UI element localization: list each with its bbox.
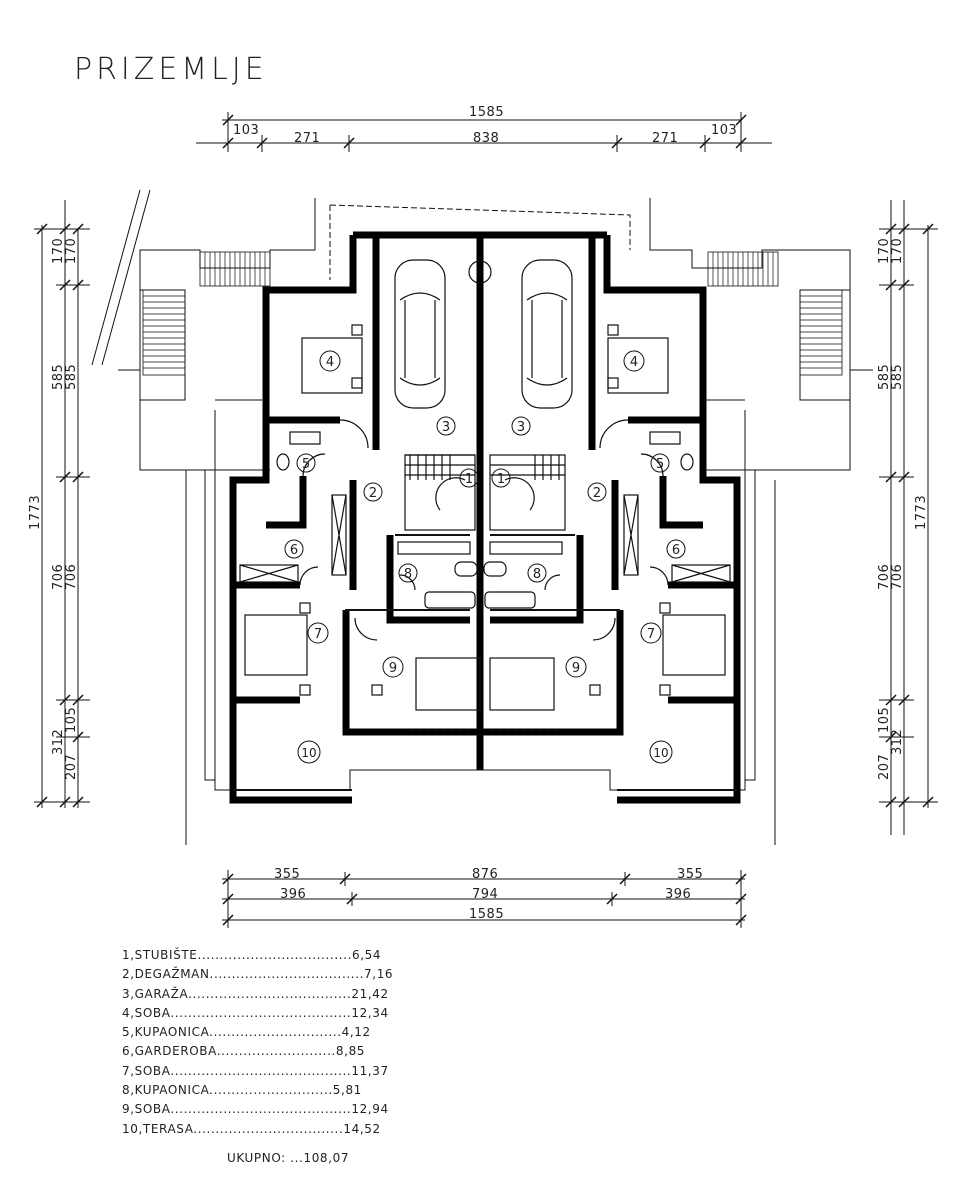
dim-bottom-total: 1585 bbox=[469, 907, 504, 922]
dimension-labels: 1585 103 271 838 271 103 355 876 355 396… bbox=[28, 105, 929, 922]
legend-row: 2,DEGAŽMAN..............................… bbox=[122, 967, 394, 982]
dim-bottom-2c: 396 bbox=[665, 887, 691, 902]
legend-row: 3,GARAŽA................................… bbox=[122, 986, 389, 1001]
legend-row: 10,TERASA...............................… bbox=[122, 1121, 381, 1136]
dim-right-9: 207 bbox=[877, 754, 892, 780]
dim-bottom-1a: 355 bbox=[274, 867, 300, 882]
room-4-right: 4 bbox=[630, 355, 638, 370]
room-2-right: 2 bbox=[593, 486, 601, 501]
dim-top-2: 271 bbox=[294, 131, 320, 146]
room-9-right: 9 bbox=[572, 661, 580, 676]
dim-left-8: 312 bbox=[51, 729, 66, 755]
dim-bottom-1b: 876 bbox=[472, 867, 498, 882]
room-area-legend: 1,STUBIŠTE..............................… bbox=[122, 946, 393, 1139]
dim-right-5: 1773 bbox=[914, 495, 929, 530]
room-10-left: 10 bbox=[301, 746, 316, 760]
legend-row: 7,SOBA..................................… bbox=[122, 1063, 389, 1078]
dim-right-2: 170 bbox=[890, 238, 905, 264]
dim-right-1: 170 bbox=[877, 238, 892, 264]
dim-bottom-1c: 355 bbox=[677, 867, 703, 882]
room-5-right: 5 bbox=[656, 457, 664, 472]
room-3-left: 3 bbox=[442, 420, 450, 435]
room-1-right: 1 bbox=[497, 472, 505, 487]
dim-top-3: 838 bbox=[473, 131, 499, 146]
dim-left-4: 585 bbox=[64, 364, 79, 390]
room-10-right: 10 bbox=[653, 746, 668, 760]
dim-left-7: 706 bbox=[64, 564, 79, 590]
room-8-right: 8 bbox=[533, 567, 541, 582]
room-6-right: 6 bbox=[672, 543, 680, 558]
dim-right-7: 706 bbox=[890, 564, 905, 590]
dim-right-3: 585 bbox=[877, 364, 892, 390]
room-8-left: 8 bbox=[404, 567, 412, 582]
dim-left-6: 706 bbox=[51, 564, 66, 590]
room-7-left: 7 bbox=[314, 627, 322, 642]
dim-left-3: 585 bbox=[51, 364, 66, 390]
dim-top-total: 1585 bbox=[469, 105, 504, 120]
legend-row: 6,GARDEROBA...........................8,… bbox=[122, 1044, 366, 1059]
legend-row: 8,KUPAONICA............................5… bbox=[122, 1083, 362, 1098]
room-9-left: 9 bbox=[389, 661, 397, 676]
plan-title: PRIZEMLJE bbox=[74, 52, 268, 87]
dim-right-8: 105 bbox=[877, 707, 892, 733]
room-5-left: 5 bbox=[302, 457, 310, 472]
dim-right-6: 706 bbox=[877, 564, 892, 590]
dim-right-10: 312 bbox=[890, 729, 905, 755]
dim-top-4: 271 bbox=[652, 131, 678, 146]
dim-right-4: 585 bbox=[890, 364, 905, 390]
legend-row: 1,STUBIŠTE..............................… bbox=[122, 948, 382, 962]
room-6-left: 6 bbox=[290, 543, 298, 558]
legend-row: 4,SOBA..................................… bbox=[122, 1005, 389, 1020]
dim-left-10: 207 bbox=[64, 754, 79, 780]
dim-bottom-2b: 794 bbox=[472, 887, 498, 902]
dim-left-1: 170 bbox=[51, 238, 66, 264]
room-4-left: 4 bbox=[326, 355, 334, 370]
dim-left-9: 105 bbox=[64, 707, 79, 733]
room-2-left: 2 bbox=[369, 486, 377, 501]
room-3-right: 3 bbox=[517, 420, 525, 435]
room-7-right: 7 bbox=[647, 627, 655, 642]
total-area: UKUPNO: ...108,07 bbox=[227, 1151, 350, 1165]
legend-row: 5,KUPAONICA.............................… bbox=[122, 1025, 371, 1040]
room-number-markers bbox=[284, 350, 686, 764]
room-1-left: 1 bbox=[465, 472, 473, 487]
dim-bottom-2a: 396 bbox=[280, 887, 306, 902]
legend-row: 9,SOBA..................................… bbox=[122, 1102, 389, 1117]
dim-left-5: 1773 bbox=[28, 495, 43, 530]
dim-top-1: 103 bbox=[233, 123, 259, 138]
dim-top-5: 103 bbox=[711, 123, 737, 138]
dim-left-2: 170 bbox=[64, 238, 79, 264]
